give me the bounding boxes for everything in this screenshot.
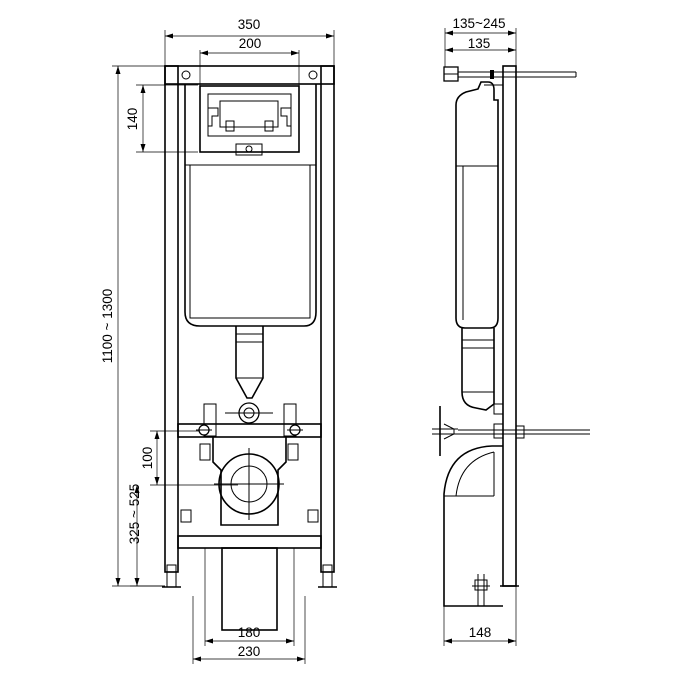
side-flush-pipe [461, 328, 504, 415]
dim-base-depth-label: 148 [469, 625, 492, 640]
dim-total-height-label: 1100 ~ 1300 [100, 289, 115, 363]
lower-anchor-rod [432, 406, 590, 456]
dim-bracket-width: 230 [192, 596, 306, 664]
dim-depth-label: 135 [468, 36, 491, 51]
dim-frame-width-label: 350 [238, 17, 261, 32]
dim-depth-range: 135~245 [444, 16, 517, 68]
flush-pipe [225, 326, 273, 424]
bottom-crossbar [177, 535, 322, 549]
side-view: 135~245 135 [432, 16, 590, 646]
drain-outlet [214, 448, 284, 520]
dim-depth: 135 [445, 36, 516, 53]
drain-pipe [221, 547, 278, 631]
top-anchor-rod [443, 66, 577, 86]
top-crossbar [164, 65, 335, 85]
mounting-bracket [177, 403, 322, 461]
dim-cistern-width-label: 200 [239, 36, 262, 51]
dim-feet-spacing-label: 180 [238, 625, 261, 640]
side-foot [472, 574, 519, 606]
dim-cistern-width: 200 [199, 36, 300, 92]
front-view: 350 200 1100 ~ 1300 140 [100, 17, 337, 664]
lower-bracket [180, 437, 319, 526]
dim-depth-range-label: 135~245 [453, 16, 506, 31]
flush-plate-opening [199, 85, 300, 156]
side-upright [502, 65, 517, 587]
side-drain-elbow [443, 445, 503, 607]
side-cistern [455, 81, 499, 329]
dim-bracket-width-label: 230 [238, 644, 261, 659]
dim-button-height-label: 140 [125, 108, 140, 131]
dim-base-depth: 148 [443, 586, 517, 646]
dim-drain-height: 325 ~ 525 [127, 484, 165, 587]
dim-drain-height-label: 325 ~ 525 [127, 484, 142, 544]
dim-feet-spacing: 180 [204, 548, 295, 646]
dim-frame-width: 350 [164, 17, 335, 68]
dim-button-height: 140 [125, 84, 198, 153]
dim-offset-100-label: 100 [140, 447, 155, 470]
dim-offset-100: 100 [140, 430, 238, 486]
dim-total-height: 1100 ~ 1300 [100, 65, 178, 587]
cistern [184, 84, 317, 327]
